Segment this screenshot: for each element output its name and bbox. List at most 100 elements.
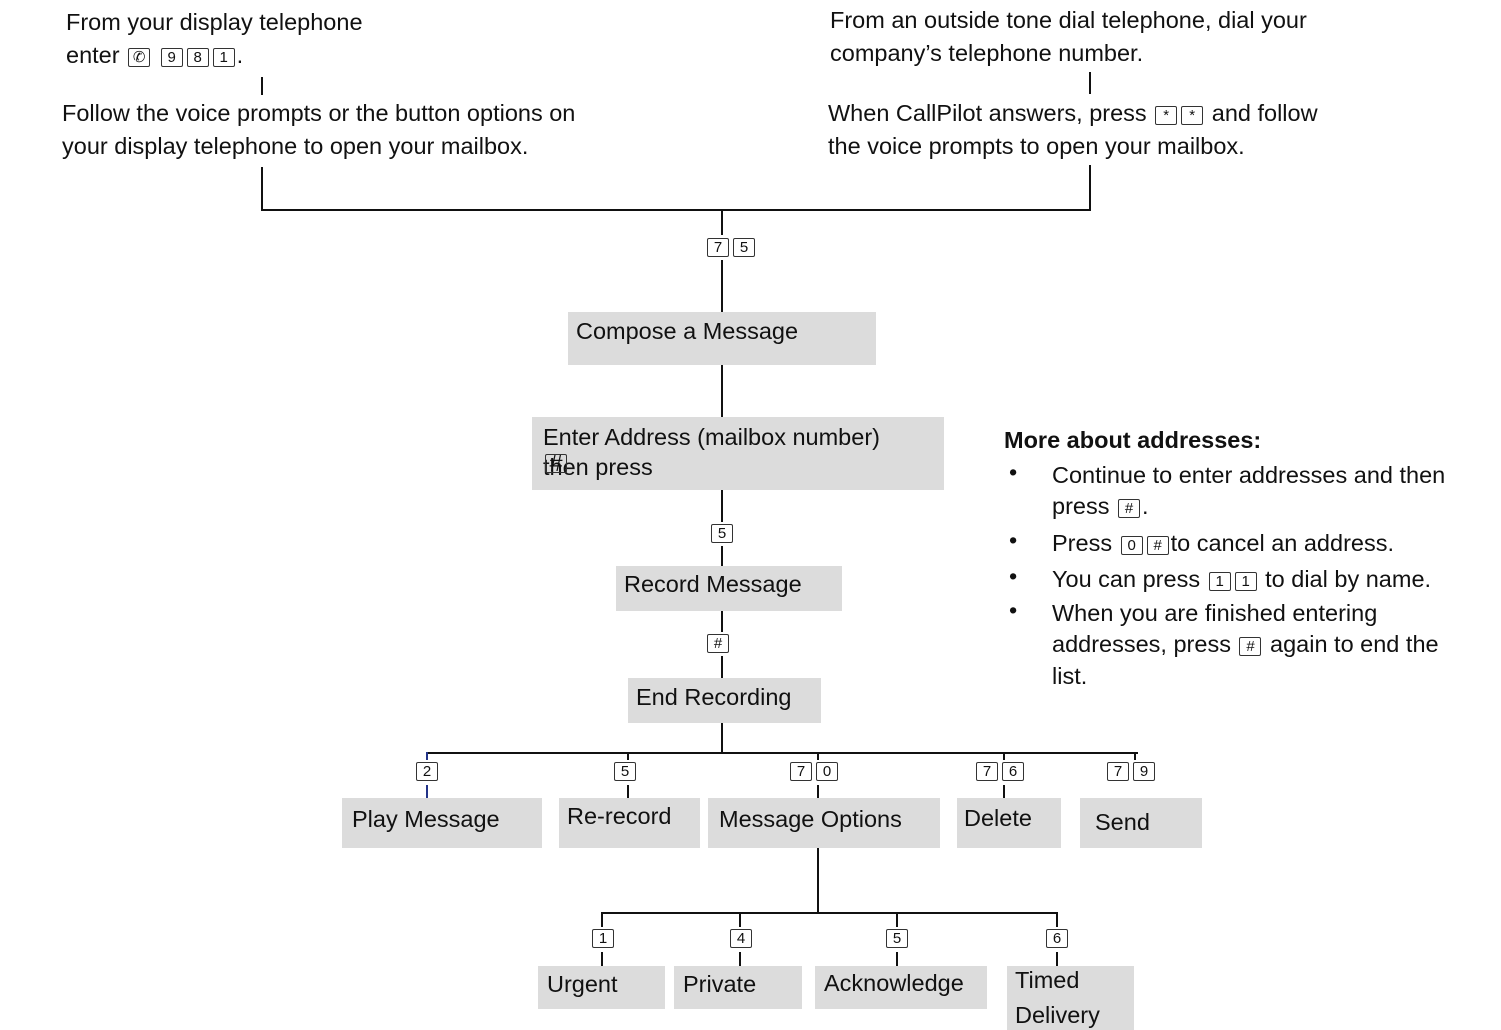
message-options-label: Message Options: [719, 806, 902, 832]
key-star: *: [1181, 106, 1204, 125]
key-9: 9: [160, 48, 183, 67]
record-key: 5: [711, 524, 737, 544]
key-5: 5: [886, 929, 908, 948]
bullet4-line1: When you are finished entering: [1052, 600, 1378, 626]
enter-address-box: Enter Address (mailbox number) then pres…: [532, 417, 944, 490]
timed-key: 6: [1046, 929, 1072, 949]
bullet: •: [1009, 527, 1018, 553]
connector: [601, 912, 1058, 914]
outside-phone-intro: From an outside tone dial telephone, dia…: [830, 7, 1307, 33]
connector: [721, 656, 723, 678]
key-5: 5: [614, 762, 636, 781]
dial-by-name-text: to dial by name.: [1265, 566, 1432, 592]
connector: [426, 752, 428, 760]
connector: [721, 260, 723, 312]
connector: [896, 952, 898, 966]
key-9: 9: [1133, 762, 1155, 781]
record-message-box: Record Message: [616, 566, 842, 611]
connector: [817, 785, 819, 798]
key-1: 1: [212, 48, 235, 67]
connector: [261, 167, 263, 211]
bullet4-line3: list.: [1052, 663, 1088, 689]
outside-phone-company-number: company’s telephone number.: [830, 40, 1144, 66]
outside-phone-open-mailbox: the voice prompts to open your mailbox.: [828, 133, 1245, 159]
press-label: Press: [1052, 530, 1113, 556]
press-label: press: [1052, 493, 1110, 519]
play-message-box: Play Message: [342, 798, 542, 848]
delete-label: Delete: [964, 805, 1032, 831]
connector: [721, 209, 723, 235]
key-star: *: [1155, 106, 1178, 125]
display-phone-intro: From your display telephone: [66, 9, 363, 35]
key-0: 0: [1120, 536, 1143, 555]
timed-delivery-box: Timed Delivery: [1007, 966, 1134, 1030]
bullet1-line2: press #.: [1052, 490, 1149, 523]
key-hash: #: [1146, 536, 1169, 555]
connector: [721, 611, 723, 632]
then-press-label: then press: [543, 454, 653, 480]
period: .: [1142, 493, 1149, 519]
key-1: 1: [1208, 572, 1231, 591]
key-8: 8: [186, 48, 209, 67]
send-label: Send: [1095, 809, 1150, 835]
connector: [1003, 752, 1005, 760]
end-record-key: #: [707, 634, 733, 654]
record-message-label: Record Message: [624, 571, 802, 597]
acknowledge-key: 5: [886, 929, 912, 949]
connector: [1134, 752, 1136, 760]
connector: [721, 546, 723, 566]
key-7: 7: [1107, 762, 1129, 781]
connector: [426, 752, 1138, 754]
send-box: Send: [1080, 798, 1202, 848]
urgent-key: 1: [592, 929, 618, 949]
connector: [601, 912, 603, 927]
enter-address-label: Enter Address (mailbox number): [543, 424, 880, 450]
cancel-text: to cancel an address.: [1170, 530, 1394, 556]
connector: [627, 785, 629, 798]
bullet: •: [1009, 597, 1018, 623]
rerecord-box: Re-record: [559, 798, 700, 848]
connector: [1089, 165, 1091, 211]
key-1: 1: [1234, 572, 1257, 591]
connector: [817, 848, 819, 914]
callpilot-prefix: When CallPilot answers, press: [828, 100, 1147, 126]
key-2: 2: [416, 762, 438, 781]
key-hash: #: [1239, 637, 1262, 656]
bullet: •: [1009, 563, 1018, 589]
urgent-box: Urgent: [538, 966, 665, 1009]
connector: [739, 952, 741, 966]
display-phone-open-mailbox: your display telephone to open your mail…: [62, 133, 529, 159]
callpilot-suffix: and follow: [1211, 100, 1318, 126]
connector: [261, 209, 1091, 211]
key-7: 7: [976, 762, 998, 781]
connector: [721, 723, 723, 753]
key-5: 5: [711, 524, 733, 543]
connector: [1089, 72, 1091, 94]
end-recording-label: End Recording: [636, 684, 792, 710]
key-0: 0: [816, 762, 838, 781]
key-4: 4: [730, 929, 752, 948]
callpilot-answers-line: When CallPilot answers, press ** and fol…: [828, 97, 1318, 130]
key-6: 6: [1002, 762, 1024, 781]
acknowledge-box: Acknowledge: [815, 966, 987, 1009]
key-5: 5: [733, 238, 755, 257]
key-hash: #: [1118, 499, 1140, 518]
addresses-press-label: addresses, press: [1052, 631, 1231, 657]
compose-message-box: Compose a Message: [568, 312, 876, 365]
key-7: 7: [790, 762, 812, 781]
connector: [721, 365, 723, 417]
private-box: Private: [674, 966, 802, 1009]
rerecord-label: Re-record: [567, 803, 672, 829]
connector: [261, 77, 263, 95]
rerecord-key: 5: [614, 762, 640, 782]
connector: [601, 952, 603, 966]
bullet1-line1: Continue to enter addresses and then: [1052, 462, 1446, 488]
bullet4-line2: addresses, press # again to end the: [1052, 628, 1439, 661]
connector: [1056, 952, 1058, 966]
